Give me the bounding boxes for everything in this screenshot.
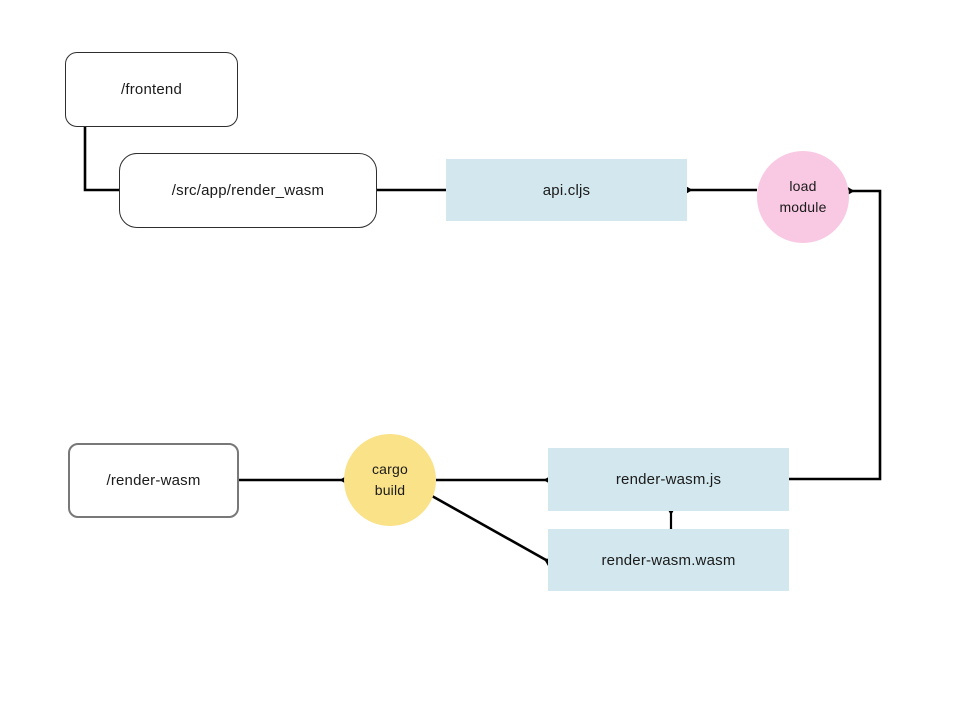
node-src-app-render-wasm-label: /src/app/render_wasm [171, 182, 325, 199]
node-render-wasm-wasm: render-wasm.wasm [548, 529, 789, 591]
node-render-wasm-js: render-wasm.js [548, 448, 789, 511]
node-cargo-build: cargo build [344, 434, 436, 526]
node-api-cljs: api.cljs [446, 159, 687, 221]
node-load-module-label-line2: module [779, 199, 827, 215]
node-frontend: /frontend [65, 52, 238, 127]
node-frontend-label: /frontend [120, 81, 182, 98]
node-src-app-render-wasm: /src/app/render_wasm [119, 153, 377, 228]
node-render-wasm-dir-label: /render-wasm [106, 472, 201, 489]
connector-frontend-to-src [83, 127, 119, 192]
node-render-wasm-js-label: render-wasm.js [615, 471, 722, 488]
node-render-wasm-dir: /render-wasm [68, 443, 239, 518]
node-api-cljs-label: api.cljs [542, 181, 591, 199]
arrow-cargo-build-to-render-wasm-wasm [431, 494, 562, 574]
node-cargo-build-label-line1: cargo [371, 461, 409, 477]
node-render-wasm-wasm-label: render-wasm.wasm [601, 551, 736, 569]
node-load-module-label-line1: load [789, 178, 817, 194]
node-cargo-build-label-line2: build [374, 482, 406, 498]
node-load-module: load module [757, 151, 849, 243]
